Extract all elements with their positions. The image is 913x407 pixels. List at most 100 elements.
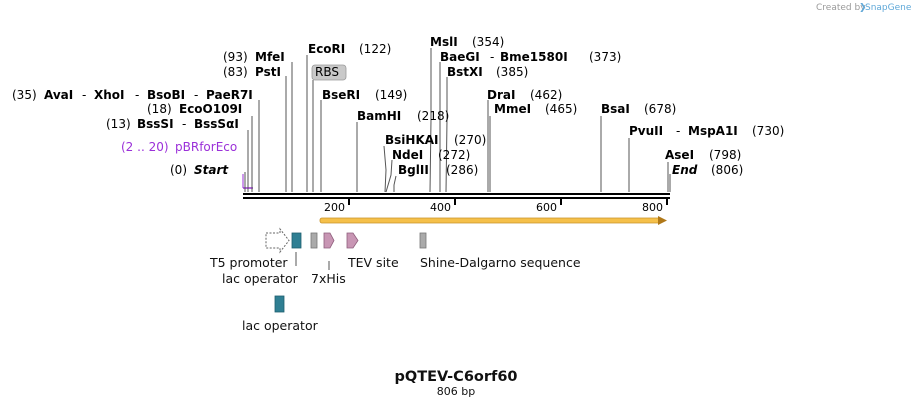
cut-line	[393, 175, 397, 192]
ruler-tick	[348, 199, 350, 205]
enzyme-ecori-name[interactable]: EcoRI	[308, 42, 345, 56]
ruler-label: 400	[430, 201, 451, 214]
enzyme-drai-pos: (462)	[530, 88, 562, 102]
enzyme-bsssi-pos: (13)	[106, 117, 131, 131]
enzyme-asei-name[interactable]: AseI	[665, 148, 694, 162]
rbs-badge-box	[311, 64, 347, 81]
credit-brand: SnapGene	[865, 3, 912, 13]
primer-name[interactable]: pBRforEco	[175, 140, 237, 154]
map-length: 806 bp	[437, 385, 475, 398]
enzyme-ecoo109i-name[interactable]: EcoO109I	[179, 102, 242, 116]
enzyme-ndei-name[interactable]: NdeI	[392, 148, 423, 162]
shine-dalgarno-box[interactable]	[419, 232, 427, 249]
primer-range: (2 .. 20)	[121, 140, 169, 154]
cut-line	[429, 48, 432, 193]
enzyme-paer7i-name[interactable]: PaeR7I	[206, 88, 253, 102]
feature-label-tev: TEV site	[347, 255, 399, 270]
cut-line	[445, 77, 448, 193]
feature-label-shine-dalgarno: Shine-Dalgarno sequence	[420, 255, 581, 270]
enzyme-ndei-pos: (272)	[438, 148, 470, 162]
cut-site-lines	[244, 48, 671, 193]
feature-label-lac-operator: lac operator	[222, 271, 299, 286]
enzyme-bseri-name[interactable]: BseRI	[322, 88, 360, 102]
separator-dash: -	[182, 117, 186, 131]
enzyme-msli-pos: (354)	[472, 35, 504, 49]
enzyme-mfei-pos: (93)	[223, 50, 248, 64]
feature-label-7xhis: 7xHis	[311, 271, 346, 286]
enzyme-baegi-name[interactable]: BaeGI	[440, 50, 480, 64]
separator-dash: -	[135, 88, 139, 102]
tev-site-arrow[interactable]	[346, 232, 359, 249]
ruler-label: 200	[324, 201, 345, 214]
enzyme-bglii-name[interactable]: BglII	[398, 163, 429, 177]
enzyme-ecoo109i-pos: (18)	[147, 102, 172, 116]
backbone-bottom-strand	[243, 197, 670, 199]
enzyme-bglii-pos: (286)	[446, 163, 478, 177]
end-label: End	[672, 163, 698, 177]
start-label: Start	[194, 163, 229, 177]
cut-line	[383, 145, 387, 193]
enzyme-bsssai-name[interactable]: BssSαI	[194, 117, 239, 131]
enzyme-psti-pos: (83)	[223, 65, 248, 79]
enzyme-drai-name[interactable]: DraI	[487, 88, 515, 102]
end-pos: (806)	[711, 163, 743, 177]
enzyme-bstxi-pos: (385)	[496, 65, 528, 79]
ruler: 200 400 600 800	[324, 199, 668, 214]
orf-arrowhead	[658, 216, 667, 225]
enzyme-mspa1i-pos: (730)	[752, 124, 784, 138]
ruler-tick	[454, 199, 456, 205]
enzyme-bsai-pos: (678)	[644, 102, 676, 116]
credit-prefix: Created by	[816, 3, 866, 13]
enzyme-mspa1i-name[interactable]: MspA1I	[688, 124, 738, 138]
enzyme-bsihkai-pos: (270)	[454, 133, 486, 147]
t5-promoter-arrow	[265, 227, 290, 254]
enzyme-bstxi-name[interactable]: BstXI	[447, 65, 483, 79]
feature-leaders	[295, 252, 330, 270]
enzyme-ecori-pos: (122)	[359, 42, 391, 56]
enzyme-mmei-name[interactable]: MmeI	[494, 102, 531, 116]
enzyme-bsssi-name[interactable]: BssSI	[137, 117, 174, 131]
enzyme-avai-name[interactable]: AvaI	[44, 88, 73, 102]
his-tag-box[interactable]	[310, 232, 318, 249]
enzyme-bamhi-pos: (218)	[417, 109, 449, 123]
enzyme-bme1580i-name[interactable]: Bme1580I	[500, 50, 568, 64]
lac-operator-box[interactable]	[291, 232, 302, 249]
separator-dash: -	[490, 50, 494, 64]
ruler-tick	[666, 199, 668, 205]
orf-arrow[interactable]	[319, 216, 667, 225]
enzyme-xhoi-name[interactable]: XhoI	[94, 88, 125, 102]
ruler-tick	[560, 199, 562, 205]
ruler-label: 600	[536, 201, 557, 214]
feature-t5-promoter[interactable]	[265, 227, 290, 254]
lac-operator-box[interactable]	[274, 295, 285, 313]
enzyme-bseri-pos: (149)	[375, 88, 407, 102]
enzyme-asei-pos: (798)	[709, 148, 741, 162]
enzyme-bsihkai-name[interactable]: BsiHKAI	[385, 133, 439, 147]
orf-body	[319, 217, 661, 224]
enzyme-psti-name[interactable]: PstI	[255, 65, 281, 79]
rbs-badge[interactable]: RBS	[311, 64, 347, 81]
cut-line	[385, 159, 393, 193]
enzyme-mfei-name[interactable]: MfeI	[255, 50, 285, 64]
separator-dash: -	[82, 88, 86, 102]
enzyme-bsobi-name[interactable]: BsoBI	[147, 88, 185, 102]
start-pos: (0)	[170, 163, 187, 177]
ruler-label: 800	[642, 201, 663, 214]
enzyme-bme1580i-pos: (373)	[589, 50, 621, 64]
separator-dash: -	[194, 88, 198, 102]
enzyme-bsai-name[interactable]: BsaI	[601, 102, 630, 116]
enzyme-bamhi-name[interactable]: BamHI	[357, 109, 401, 123]
feature-label-t5: T5 promoter	[209, 255, 288, 270]
enzyme-avai-pos: (35)	[12, 88, 37, 102]
enzyme-msli-name[interactable]: MslI	[430, 35, 458, 49]
enzyme-mmei-pos: (465)	[545, 102, 577, 116]
tev-site-arrow[interactable]	[323, 232, 335, 249]
backbone-top-strand	[243, 193, 670, 195]
enzyme-pvuii-name[interactable]: PvuII	[629, 124, 663, 138]
snapgene-logo-icon: ❯	[859, 3, 867, 13]
separator-dash: -	[676, 124, 680, 138]
snapgene-logo: ❯ SnapGene	[859, 3, 912, 13]
feature-label-lac-operator-2: lac operator	[242, 318, 319, 333]
rbs-label: RBS	[315, 65, 339, 79]
